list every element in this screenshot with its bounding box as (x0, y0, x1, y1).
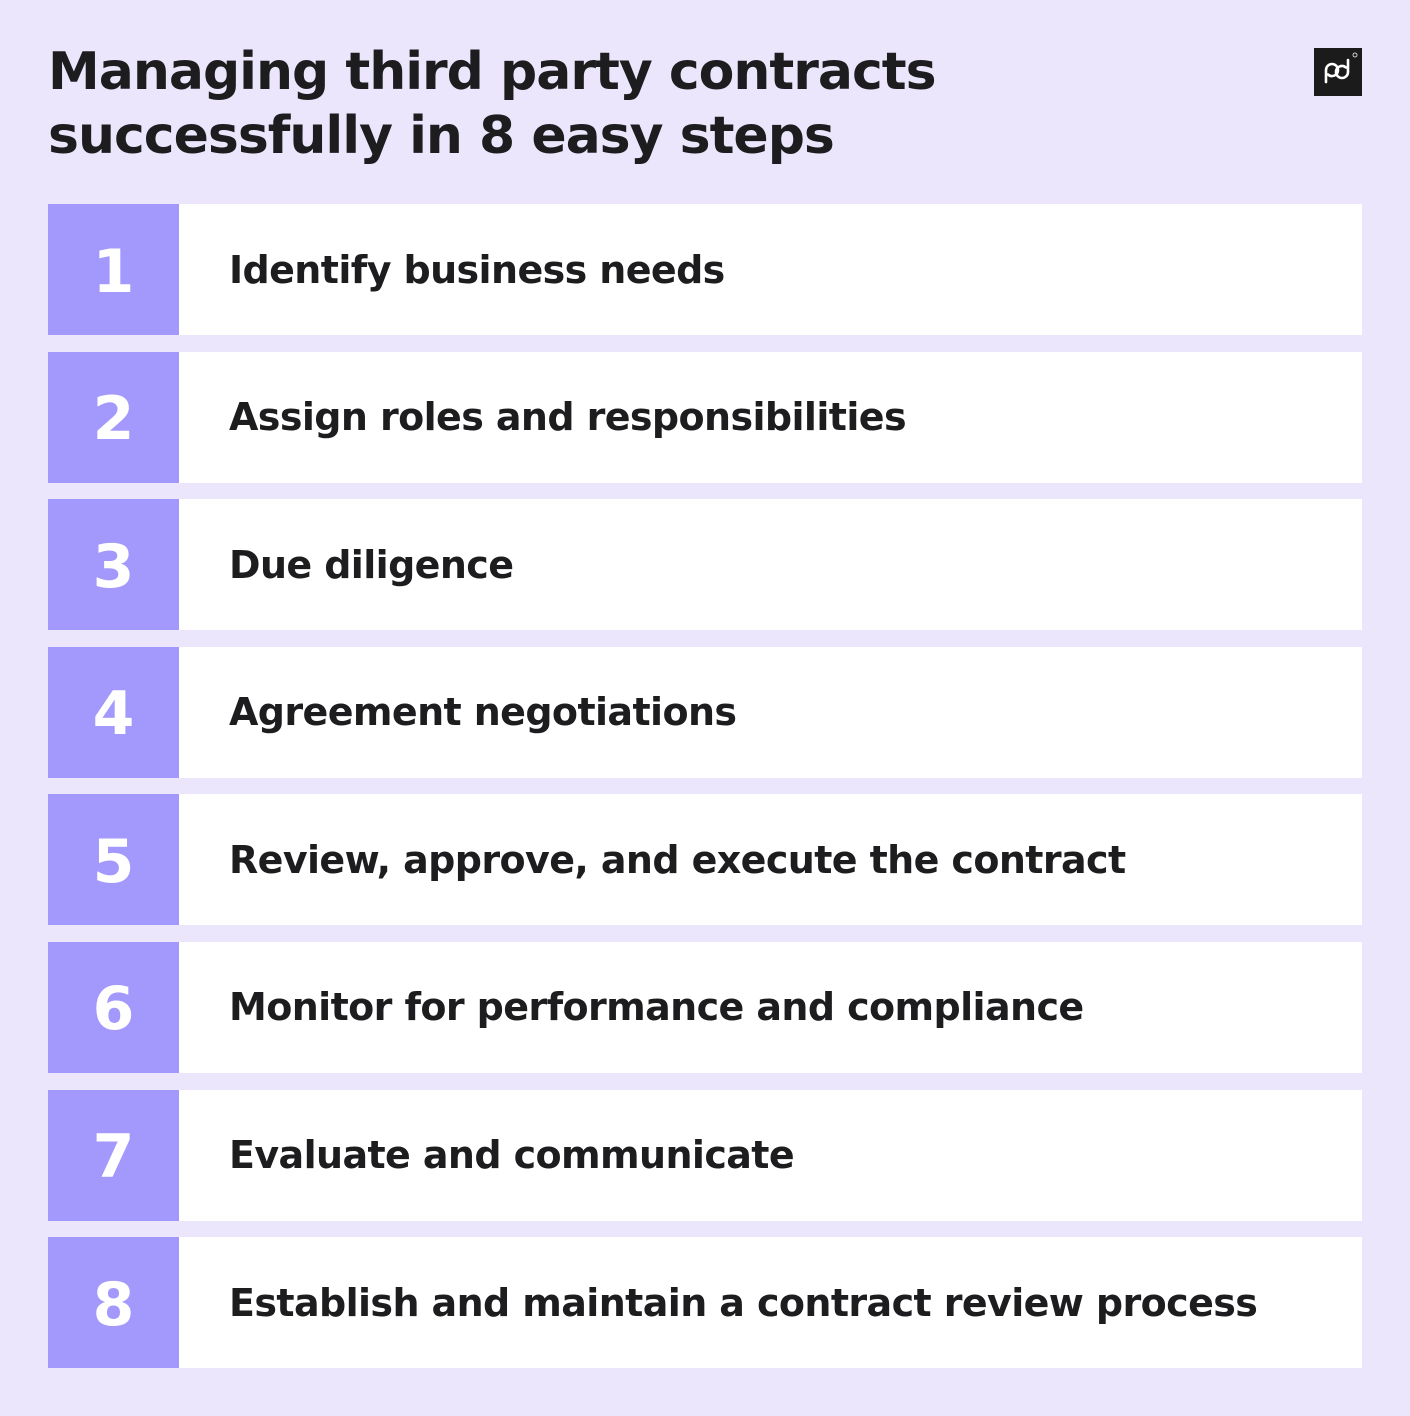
step-number: 6 (48, 941, 179, 1073)
step-number: 8 (48, 1237, 179, 1369)
step-number: 2 (48, 351, 179, 483)
step-number: 4 (48, 646, 179, 778)
step-row: 6 Monitor for performance and compliance (48, 941, 1362, 1073)
step-label: Establish and maintain a contract review… (229, 1280, 1258, 1325)
steps-list: 1 Identify business needs 2 Assign roles… (48, 204, 1362, 1385)
title-line-2: successfully in 8 easy steps (48, 106, 835, 166)
title-line-1: Managing third party contracts (48, 42, 937, 102)
step-label: Agreement negotiations (229, 690, 737, 735)
step-label: Evaluate and communicate (229, 1133, 795, 1178)
step-row: 8 Establish and maintain a contract revi… (48, 1237, 1362, 1369)
step-row: 3 Due diligence (48, 499, 1362, 631)
pandadoc-logo-icon (1314, 48, 1362, 96)
step-number: 1 (48, 204, 179, 335)
page-title: Managing third party contracts successfu… (48, 40, 1048, 168)
logo-mark (1324, 52, 1358, 84)
step-row: 2 Assign roles and responsibilities (48, 351, 1362, 483)
step-label: Assign roles and responsibilities (229, 395, 907, 440)
step-label: Monitor for performance and compliance (229, 985, 1084, 1030)
step-row: 1 Identify business needs (48, 204, 1362, 335)
step-label: Identify business needs (229, 247, 725, 292)
step-row: 4 Agreement negotiations (48, 646, 1362, 778)
step-label: Due diligence (229, 542, 514, 587)
step-row: 7 Evaluate and communicate (48, 1089, 1362, 1221)
step-number: 3 (48, 499, 179, 631)
step-number: 5 (48, 794, 179, 926)
step-row: 5 Review, approve, and execute the contr… (48, 794, 1362, 926)
step-number: 7 (48, 1089, 179, 1221)
step-label: Review, approve, and execute the contrac… (229, 837, 1126, 882)
